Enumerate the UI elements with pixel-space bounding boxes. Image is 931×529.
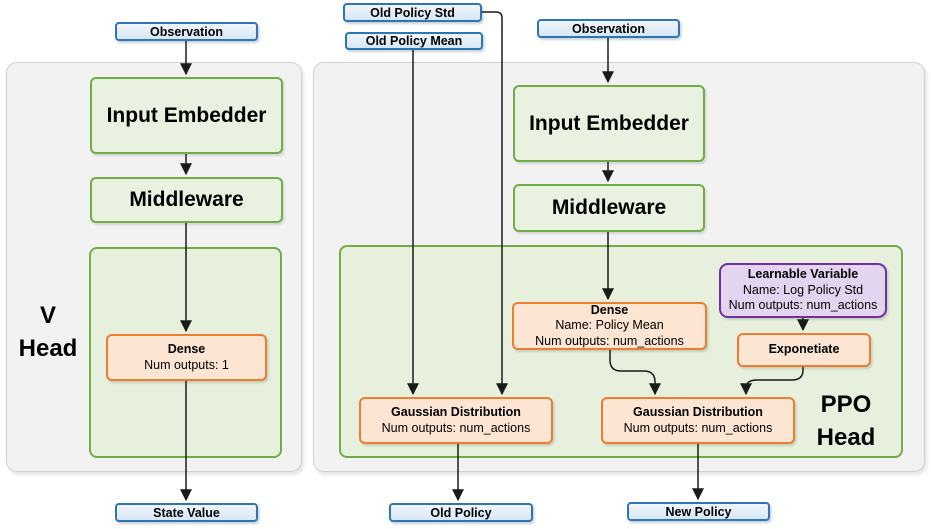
observation-input-ppo: Observation [537, 19, 680, 38]
learnable-variable: Learnable Variable Name: Log Policy Std … [719, 263, 887, 318]
dense-v-outputs: Num outputs: 1 [144, 357, 229, 372]
input-embedder-ppo: Input Embedder [513, 85, 705, 162]
old-policy-mean-input: Old Policy Mean [345, 32, 483, 50]
learnable-variable-name: Name: Log Policy Std [742, 282, 864, 297]
gaussian-distribution-old-title: Gaussian Distribution [391, 405, 521, 419]
middleware-v: Middleware [90, 177, 283, 223]
exponetiate-op-label: Exponetiate [768, 342, 840, 357]
dense-v-title: Dense [167, 342, 206, 356]
old-policy-output: Old Policy [389, 503, 533, 522]
observation-input-v-label: Observation [150, 24, 223, 39]
gaussian-distribution-old-outputs: Num outputs: num_actions [381, 420, 531, 435]
v-head-label-line1: V [39, 302, 56, 329]
gaussian-distribution-old: Gaussian Distribution Num outputs: num_a… [359, 397, 553, 444]
gaussian-distribution-new: Gaussian Distribution Num outputs: num_a… [601, 397, 795, 444]
dense-policy-mean-outputs: Num outputs: num_actions [535, 333, 684, 348]
middleware-v-label: Middleware [129, 188, 244, 211]
state-value-output-label: State Value [153, 505, 220, 520]
input-embedder-v: Input Embedder [90, 77, 283, 154]
exponetiate-op: Exponetiate [737, 333, 871, 367]
state-value-output: State Value [115, 503, 258, 522]
dense-policy-mean-name: Name: Policy Mean [555, 318, 664, 333]
middleware-ppo: Middleware [513, 184, 705, 232]
dense-policy-mean-title: Dense [590, 302, 629, 317]
gaussian-distribution-new-outputs: Num outputs: num_actions [623, 420, 773, 435]
input-embedder-v-label: Input Embedder [106, 103, 267, 127]
input-embedder-ppo-label: Input Embedder [529, 111, 689, 135]
old-policy-mean-input-label: Old Policy Mean [365, 34, 463, 48]
learnable-variable-outputs: Num outputs: num_actions [728, 298, 878, 313]
ppo-head-label: PPO Head [796, 388, 896, 454]
v-head-label: V Head [8, 290, 88, 374]
learnable-variable-title: Learnable Variable [747, 267, 859, 282]
dense-policy-mean: Dense Name: Policy Mean Num outputs: num… [512, 302, 707, 350]
observation-input-ppo-label: Observation [572, 21, 645, 36]
gaussian-distribution-new-title: Gaussian Distribution [633, 405, 763, 419]
observation-input-v: Observation [115, 22, 258, 41]
dense-v: Dense Num outputs: 1 [106, 334, 267, 381]
old-policy-std-input-label: Old Policy Std [370, 5, 455, 20]
middleware-ppo-label: Middleware [551, 196, 667, 219]
ppo-head-label-line1: PPO [820, 391, 872, 418]
old-policy-output-label: Old Policy [430, 505, 492, 520]
old-policy-std-input: Old Policy Std [343, 3, 482, 22]
v-head-label-line2: Head [18, 335, 78, 362]
new-policy-output-label: New Policy [665, 504, 732, 519]
ppo-head-label-line2: Head [816, 424, 876, 451]
new-policy-output: New Policy [627, 502, 770, 521]
